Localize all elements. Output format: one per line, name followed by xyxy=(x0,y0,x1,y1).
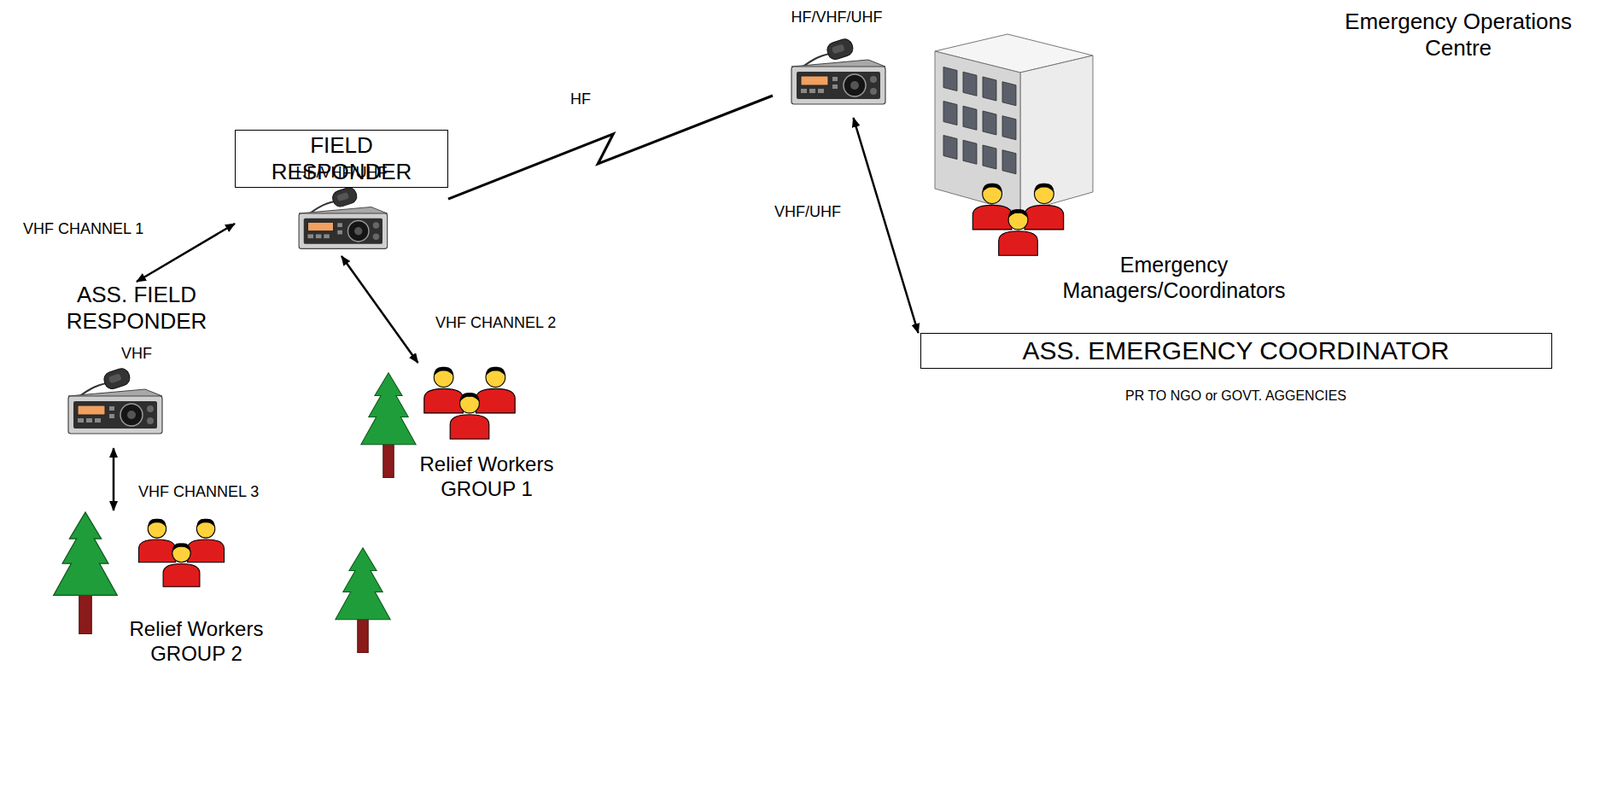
radio-link xyxy=(448,95,773,199)
boxed-title: ASS. EMERGENCY COORDINATOR xyxy=(920,332,1553,369)
connector-arrow xyxy=(136,223,235,282)
node-label: HF/VHF/UHF xyxy=(772,8,901,28)
node-group: FIELD RESPONDERHF/VHF/UHF xyxy=(234,126,449,257)
radio-icon xyxy=(59,367,167,440)
tree-icon xyxy=(328,546,398,654)
connector-arrow xyxy=(112,448,116,511)
connector-arrow xyxy=(853,117,919,333)
node-group: ASS. EMERGENCY COORDINATOR PR TO NGO or G… xyxy=(905,332,1567,415)
node-label: Emergency Managers/Coordinators xyxy=(1054,251,1294,304)
link-label: VHF/UHF xyxy=(772,203,843,222)
people-icon xyxy=(128,510,235,596)
link-label: HF xyxy=(568,90,593,110)
node-label: Relief Workers GROUP 2 xyxy=(106,617,287,667)
label-wrap: ASS. EMERGENCY COORDINATOR xyxy=(905,332,1567,369)
node-label: PR TO NGO or GOVT. AGGENCIES xyxy=(905,387,1567,404)
node-group: HF/VHF/UHF xyxy=(772,6,901,118)
node-label: ASS. FIELD RESPONDER xyxy=(17,281,257,335)
node-group: Emergency Operations CentreEmergency Man… xyxy=(926,8,1597,304)
node-group: Relief Workers GROUP 2 xyxy=(46,510,291,673)
radio-icon xyxy=(287,186,395,255)
people-icon xyxy=(409,362,530,444)
connector-arrow xyxy=(341,256,419,363)
link-label: VHF CHANNEL 3 xyxy=(136,483,261,503)
node-label: VHF xyxy=(17,344,257,364)
link-label: VHF CHANNEL 2 xyxy=(433,314,558,333)
node-group: Relief Workers GROUP 1 xyxy=(350,362,577,513)
node-label: HF/VHF/UHF xyxy=(234,163,449,183)
people-icon xyxy=(960,179,1076,261)
radio-icon xyxy=(782,37,890,111)
node-group: ASS. FIELD RESPONDER VHF xyxy=(17,281,257,449)
link-label: VHF CHANNEL 1 xyxy=(21,220,146,240)
tree-icon xyxy=(46,510,124,635)
node-label: Emergency Operations Centre xyxy=(1325,8,1591,62)
node-label: Relief Workers GROUP 1 xyxy=(397,452,577,503)
building-icon xyxy=(926,29,1098,214)
tree-icon xyxy=(354,371,423,479)
